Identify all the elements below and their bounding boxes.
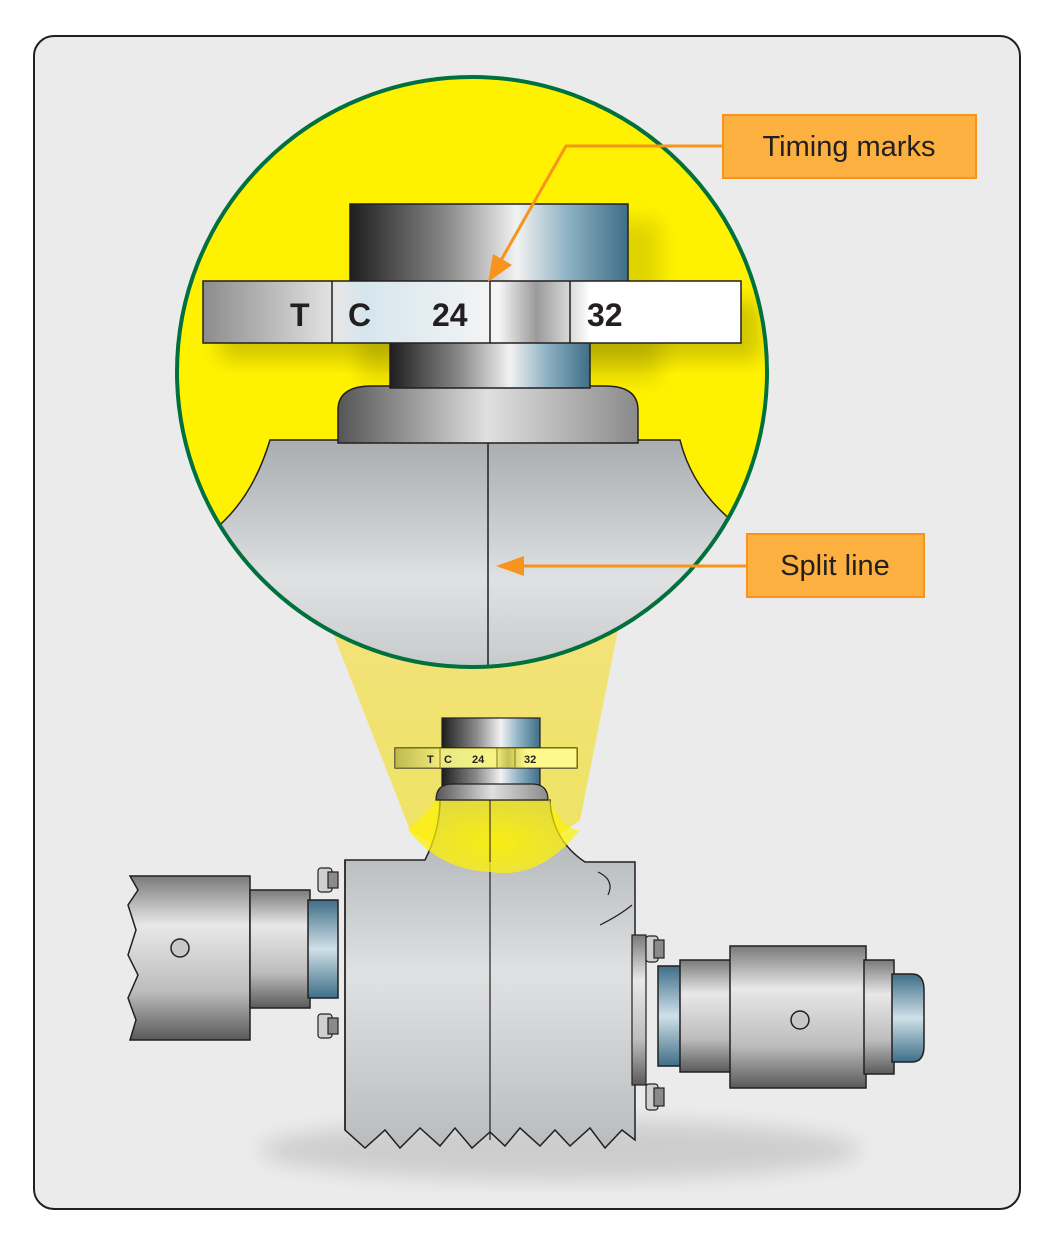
right-flange bbox=[631, 934, 647, 1086]
right-shaft-end bbox=[891, 973, 925, 1063]
small-collar bbox=[435, 783, 549, 801]
right-shaft-hole bbox=[790, 1010, 810, 1030]
split-line-callout: Split line bbox=[496, 533, 925, 598]
mark-c: C bbox=[348, 297, 371, 333]
small-mark-32: 32 bbox=[524, 754, 536, 766]
timing-marks-label: Timing marks bbox=[763, 131, 936, 163]
left-shaft-collar bbox=[249, 889, 311, 1009]
right-shaft bbox=[679, 959, 733, 1073]
magnifier-border bbox=[175, 75, 769, 669]
small-shaft-lower bbox=[441, 765, 541, 787]
timing-marks-box bbox=[722, 114, 977, 179]
small-shaft-top bbox=[441, 717, 541, 749]
mark-t: T bbox=[290, 297, 310, 333]
crack-marks bbox=[597, 871, 633, 926]
timing-marks-callout: Timing marks bbox=[488, 114, 977, 282]
split-line-label: Split line bbox=[780, 550, 890, 582]
timing-marks-leader bbox=[498, 144, 724, 263]
split-line-box bbox=[746, 533, 925, 598]
left-shaft-hole bbox=[170, 938, 190, 958]
right-bolts bbox=[645, 935, 665, 1111]
magnified-shaft-lower bbox=[389, 341, 591, 389]
right-journal bbox=[657, 965, 683, 1067]
crankshaft-assembly bbox=[127, 799, 925, 1180]
left-journal bbox=[307, 899, 339, 999]
small-mark-t: T bbox=[427, 754, 434, 766]
small-mark-24: 24 bbox=[472, 754, 485, 766]
mark-24: 24 bbox=[432, 297, 468, 333]
timing-marks-arrowhead bbox=[488, 254, 512, 282]
magnified-collar bbox=[337, 385, 639, 444]
small-timing-part: T C 24 32 bbox=[394, 717, 580, 874]
magnified-shaft-upper bbox=[349, 203, 629, 283]
small-mark-c: C bbox=[444, 754, 452, 766]
left-bolts bbox=[317, 867, 339, 1039]
magnified-timing-ring bbox=[202, 280, 742, 344]
left-shaft-stub bbox=[127, 875, 251, 1041]
mark-32: 32 bbox=[587, 297, 623, 333]
split-line-arrowhead bbox=[496, 556, 524, 576]
magnified-view: T C 24 32 bbox=[175, 75, 769, 669]
